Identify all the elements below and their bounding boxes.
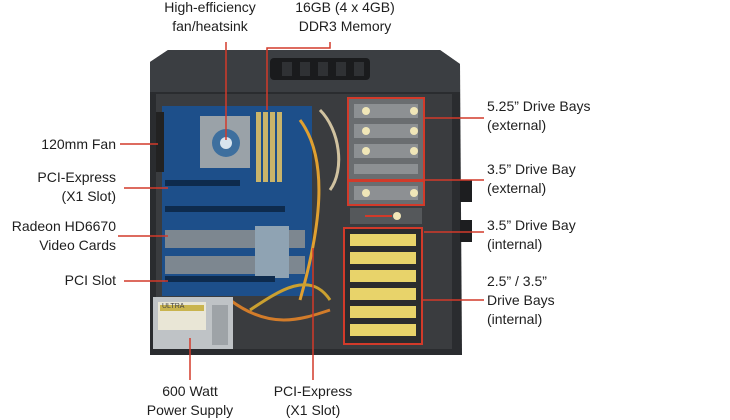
label-35-int-bay: 3.5” Drive Bay (internal) [487,216,576,254]
label-fan-heatsink-line1: High-efficiency [164,0,256,15]
label-fan-heatsink-line2: fan/heatsink [172,18,248,34]
label-psu-line1: 600 Watt [162,383,218,399]
label-525-bays-line2: (external) [487,117,547,133]
label-120mm-fan-line1: 120mm Fan [41,136,116,152]
psu-badge: ULTRA [162,303,185,310]
drive-bays-525 [347,97,425,181]
label-internal-bays-line1: 2.5” / 3.5” [487,273,547,289]
label-35-int-bay-line1: 3.5” Drive Bay [487,217,576,233]
rear-fan [156,112,164,172]
label-pcie-bottom-line1: PCI-Express [273,383,353,399]
callout-memory [266,42,331,110]
label-psu: 600 Watt Power Supply [130,382,250,420]
label-internal-bays-line3: (internal) [487,311,543,327]
label-525-bays-line1: 5.25” Drive Bays [487,98,591,114]
label-35-int-bay-line2: (internal) [487,236,543,252]
cables [229,108,341,322]
power-supply [153,297,233,349]
label-memory: 16GB (4 x 4GB) DDR3 Memory [280,0,410,36]
drive-bays-internal [343,227,423,345]
label-radeon-line1: Radeon HD6670 [11,218,116,234]
label-radeon-line2: Video Cards [39,237,116,253]
callout-lines [118,42,484,380]
label-pci-slot-line1: PCI Slot [64,272,116,288]
label-525-bays: 5.25” Drive Bays (external) [487,97,590,135]
label-psu-line2: Power Supply [146,402,234,418]
label-pcie-top: PCI-Express (X1 Slot) [0,168,116,206]
label-pcie-bottom-line2: (X1 Slot) [285,402,341,418]
label-radeon: Radeon HD6670 Video Cards [0,217,116,255]
label-120mm-fan: 120mm Fan [0,135,116,154]
motherboard [162,106,312,296]
drive-bay-35-internal [350,208,422,224]
pc-case-diagram [118,42,484,380]
label-35-ext-bay-line1: 3.5” Drive Bay [487,161,576,177]
label-35-ext-bay: 3.5” Drive Bay (external) [487,160,576,198]
label-internal-bays-line2: Drive Bays [487,292,555,308]
label-memory-line1: 16GB (4 x 4GB) [295,0,395,15]
label-pci-slot: PCI Slot [0,271,116,290]
label-memory-line2: DDR3 Memory [298,18,392,34]
label-internal-bays: 2.5” / 3.5” Drive Bays (internal) [487,272,555,329]
label-pcie-bottom: PCI-Express (X1 Slot) [253,382,373,420]
drive-bay-35-external [347,180,425,206]
label-pcie-top-line1: PCI-Express [37,169,116,185]
label-pcie-top-line2: (X1 Slot) [61,188,116,204]
label-35-ext-bay-line2: (external) [487,180,547,196]
label-fan-heatsink: High-efficiency fan/heatsink [150,0,270,36]
